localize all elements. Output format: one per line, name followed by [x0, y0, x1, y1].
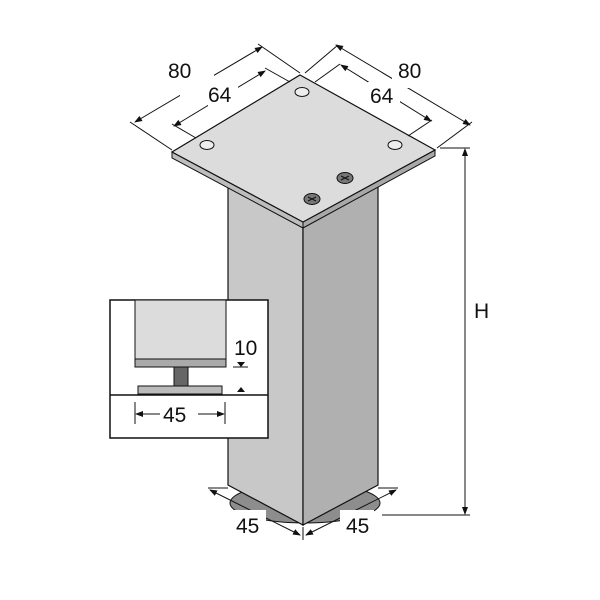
- leg-width-left-label: 45: [236, 515, 259, 538]
- foot-width-label: 45: [163, 404, 186, 427]
- plate-width-right-label: 80: [398, 60, 421, 83]
- plate-width-left-label: 80: [168, 60, 191, 83]
- leg-width-right-label: 45: [346, 515, 369, 538]
- screw-hole-icon: [199, 140, 215, 150]
- adjuster-height-label: 10: [234, 337, 257, 360]
- hole-spacing-left-label: 64: [208, 84, 232, 107]
- height-label: H: [474, 300, 489, 323]
- screw-hole-icon: [294, 87, 310, 97]
- leg-right-face: [302, 178, 379, 526]
- screw-hole-icon: [387, 140, 403, 150]
- adjuster-detail-inset: 10 45: [109, 299, 269, 439]
- hole-spacing-right-label: 64: [370, 85, 394, 108]
